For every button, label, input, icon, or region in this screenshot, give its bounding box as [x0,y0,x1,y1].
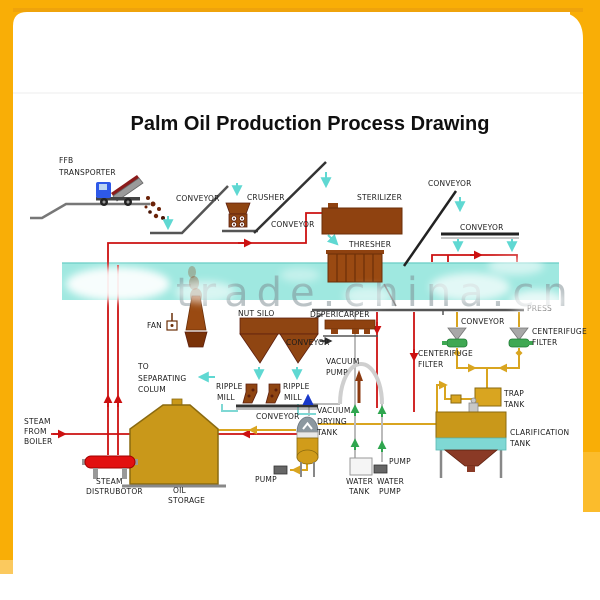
label-vacuum-pump-1: VACUUM [326,357,360,366]
vacuum-drying-tank-icon [296,416,319,477]
label-pump-vdt: PUMP [255,475,277,484]
sterilizer-icon [321,203,403,235]
frame-left [0,0,13,574]
steam-distributor-icon [82,455,138,479]
depericarper-icon [323,319,378,337]
clarification-tank-icon [435,397,507,478]
label-centrifuge-left-2: FILTER [418,360,443,369]
label-conveyor-7: CONVEYOR [461,317,505,326]
label-nut-silo: NUT SILO [238,309,274,318]
label-distributor-1: STEAM [96,477,123,486]
label-fan: FAN [147,321,162,330]
water-pump-icon [373,464,388,474]
vacuum-pump-icon [355,370,363,403]
centrifuge-icons [442,327,533,348]
label-to-separating-3: COLUM [138,385,166,394]
label-ripple-mill-left-2: MILL [217,393,235,402]
label-crusher: CRUSHER [247,193,285,202]
label-ripple-mill-left-1: RIPPLE [216,382,243,391]
label-conveyor-1: CONVEYOR [176,194,220,203]
nut-silo-icon [239,317,319,364]
water-tank-icon [349,457,373,476]
label-conveyor-2: CONVEYOR [271,220,315,229]
fan-icon [166,313,178,331]
crusher-icon [225,202,251,228]
frame-top-dark-line [0,8,600,12]
label-depericarper: DEPERICARPER [310,310,370,319]
label-conveyor-4: CONVEYOR [460,223,504,232]
vdt-pump-icon [273,465,288,475]
label-centrifuge-right-2: FILTER [532,338,557,347]
falling-fruit [144,196,165,220]
steam-pipe-arrows [53,238,483,439]
label-boiler-3: BOILER [24,437,52,446]
label-water-pump-2: PUMP [379,487,401,496]
page-title: Palm Oil Production Process Drawing [131,113,490,135]
label-boiler-1: STEAM [24,417,51,426]
label-distributor-2: DISTRUBOTOR [86,487,143,496]
label-conveyor-3: CONVEYOR [428,179,472,188]
label-oil-storage-2: STORAGE [168,496,205,505]
label-sterilizer: STERILIZER [357,193,402,202]
conveyor-lines [150,161,524,410]
oil-pipe-arrows [248,363,510,475]
ripple-mill-icons [242,383,281,404]
label-water-tank-2: TANK [348,487,370,496]
process-arrows [162,172,518,383]
label-vdt-1: VACUUM [317,406,351,415]
label-to-separating-2: SEPARATING [138,374,186,383]
label-ffb-1: FFB [59,156,73,165]
label-conveyor-6: CONVEYOR [256,412,300,421]
label-ripple-mill-right-2: MILL [284,393,302,402]
label-ffb-2: TRANSPORTER [58,168,116,177]
frame-right [583,0,600,452]
label-pump-water: PUMP [389,457,411,466]
label-vacuum-pump-2: PUMP [326,368,348,377]
frame-top [0,0,600,8]
label-clarification-1: CLARIFICATION [510,428,569,437]
vacuum-pump-arc [338,362,384,405]
label-boiler-2: FROM [24,427,47,436]
label-conveyor-5: CONVEYOR [286,338,330,347]
trap-tank-icon [474,387,502,407]
label-vdt-3: TANK [316,428,338,437]
label-trap-2: TANK [503,400,525,409]
thresher-icon [326,250,384,283]
label-ripple-mill-right-1: RIPPLE [283,382,310,391]
water-pipe-arrows [350,404,387,452]
ffb-transporter-icon [30,175,150,220]
label-clarification-2: TANK [509,439,531,448]
label-trap-1: TRAP [503,389,524,398]
label-vdt-2: DRYING [317,417,347,426]
label-thresher: THRESHER [348,240,391,249]
label-centrifuge-right-1: CENTERIFUGE [532,327,587,336]
trap-pump-icon [450,394,462,404]
label-centrifuge-left-1: CENTERIFUGE [418,349,473,358]
oil-storage-icon [122,398,226,488]
label-oil-storage-1: OIL [173,486,187,495]
diagram-labels: FFB TRANSPORTER CONVEYOR CRUSHER CONVEYO… [24,156,587,505]
label-to-separating-1: TO [137,362,149,371]
label-water-pump-1: WATER [377,477,404,486]
watermark-smudges [66,257,564,312]
label-water-tank-1: WATER [346,477,373,486]
